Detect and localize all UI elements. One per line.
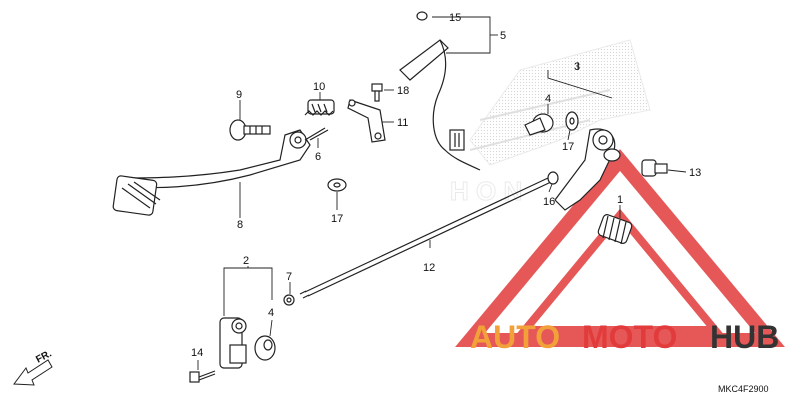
- callout-6: 6: [315, 151, 321, 163]
- shift-rod[interactable]: [299, 177, 552, 299]
- callout-5: 5: [500, 30, 506, 42]
- diagram-code: MKC4F2900: [718, 384, 769, 394]
- front-direction-arrow: FR.: [13, 348, 54, 386]
- shift-peg[interactable]: [597, 214, 633, 245]
- watermark-word-moto: MOTO: [582, 319, 677, 355]
- joint-nut[interactable]: [283, 294, 295, 306]
- callout-3: 3: [574, 61, 580, 73]
- brake-pedal-arm[interactable]: [112, 129, 311, 216]
- joint-bolt[interactable]: [189, 370, 216, 383]
- callout-8: 8: [237, 219, 243, 231]
- callout-14: 14: [191, 347, 203, 359]
- callout-4-bottom: 4: [268, 307, 274, 319]
- stop-switch[interactable]: [399, 39, 481, 171]
- callout-12: 12: [423, 262, 435, 274]
- callout-17-right: 17: [562, 141, 574, 153]
- front-direction-label: FR.: [34, 348, 54, 365]
- callout-15: 15: [449, 12, 461, 24]
- callout-7: 7: [286, 271, 292, 283]
- rod-nut[interactable]: [547, 171, 559, 185]
- rod-joint[interactable]: [219, 317, 247, 369]
- return-spring[interactable]: [304, 99, 335, 116]
- washer-left[interactable]: [327, 178, 347, 192]
- switch-spring-clip[interactable]: [416, 11, 428, 21]
- ball-joint-bottom[interactable]: [254, 335, 276, 361]
- leader-lines: [197, 16, 687, 370]
- background-wing-logo: H O N: [450, 39, 651, 207]
- callout-11: 11: [397, 117, 408, 129]
- callout-16: 16: [543, 196, 555, 208]
- callout-labels: 9 10 6 11 18 17 8 15 5 3 4 17 13 16 1 12…: [191, 12, 701, 359]
- arm-bolt[interactable]: [641, 159, 668, 177]
- watermark-text: AUTO MOTO HUB: [470, 319, 779, 355]
- pivot-bolt[interactable]: [229, 119, 271, 141]
- callout-18: 18: [397, 85, 409, 97]
- svg-text:H O N: H O N: [450, 176, 522, 206]
- watermark-triangle: [455, 149, 785, 347]
- washer-right[interactable]: [565, 111, 579, 131]
- gearshift-arm[interactable]: [554, 128, 621, 211]
- watermark-word-hub: HUB: [710, 319, 779, 355]
- callout-9: 9: [236, 89, 242, 101]
- cotter-pin[interactable]: [304, 127, 329, 141]
- callout-10: 10: [313, 81, 325, 93]
- watermark-word-auto: AUTO: [470, 319, 560, 355]
- ball-joint-top[interactable]: [524, 113, 554, 136]
- callout-1: 1: [617, 194, 623, 206]
- switch-bracket[interactable]: [347, 99, 386, 143]
- bracket-bolt[interactable]: [371, 83, 383, 102]
- callout-4-top: 4: [545, 93, 551, 105]
- callout-2: 2: [243, 255, 249, 267]
- callout-13: 13: [689, 167, 701, 179]
- callout-17-left: 17: [331, 213, 343, 225]
